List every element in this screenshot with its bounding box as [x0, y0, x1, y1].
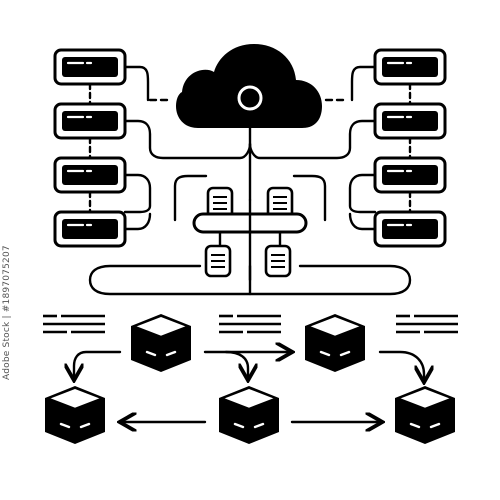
database-icon: [204, 244, 232, 278]
server-rack-icon: [373, 48, 447, 86]
database-icon: [264, 244, 292, 278]
flow-arrow: [224, 350, 248, 378]
cube-node-icon: [393, 384, 457, 446]
text-lines-icon: [217, 314, 283, 334]
cube-node-icon: [303, 312, 367, 374]
cube-node-icon: [129, 312, 193, 374]
server-rack-icon: [373, 102, 447, 140]
bottom-flow: [41, 312, 460, 446]
left-server-stack: [53, 48, 252, 248]
server-rack-icon: [53, 210, 127, 248]
central-hub: [88, 174, 412, 296]
server-rack-icon: [373, 210, 447, 248]
text-lines-icon: [394, 314, 460, 334]
cube-node-icon: [43, 384, 107, 446]
flow-arrow: [74, 350, 122, 378]
flow-arrow: [378, 350, 424, 380]
cube-node-icon: [217, 384, 281, 446]
right-server-stack: [248, 48, 447, 248]
text-lines-icon: [41, 314, 107, 334]
server-rack-icon: [53, 156, 127, 194]
cloud-icon: [148, 44, 350, 202]
server-rack-icon: [53, 102, 127, 140]
server-rack-icon: [373, 156, 447, 194]
server-rack-icon: [53, 48, 127, 86]
